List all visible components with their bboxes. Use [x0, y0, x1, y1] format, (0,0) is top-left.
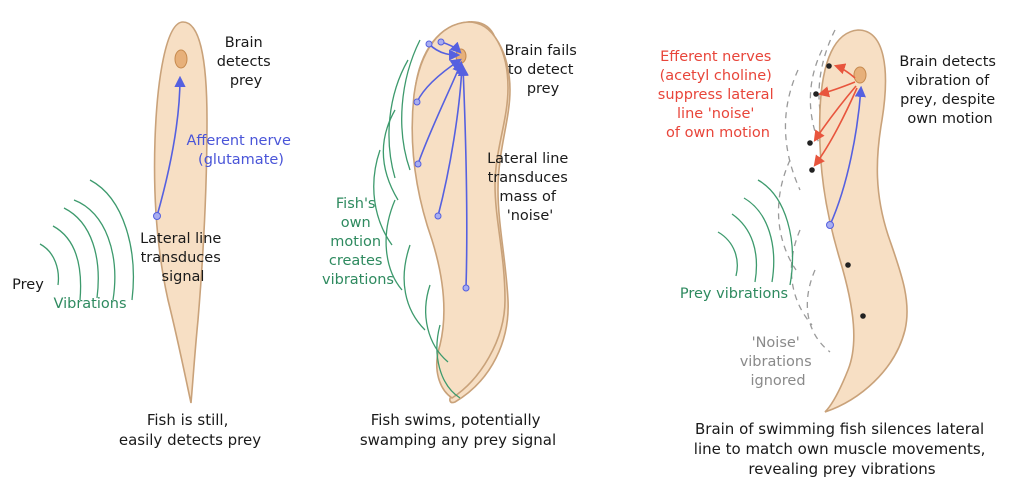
lateral-line-node [826, 221, 834, 229]
efferent-nerves [813, 63, 858, 167]
brain-fails-label: Brain fails to detect prey [505, 43, 582, 97]
panel-swimming-fish: Brain fails to detect prey Lateral line … [322, 21, 582, 449]
afferent-nerve-arrow [156, 75, 186, 217]
prey-vibrations [39, 179, 134, 301]
afferent-nerve-label: Afferent nerve (glutamate) [186, 133, 295, 168]
panel2-caption: Fish swims, potentially swamping any pre… [360, 411, 556, 449]
efferent-nerves-label: Efferent nerves (acetyl choline) suppres… [658, 49, 778, 141]
prey-vibrations-label: Prey vibrations [680, 286, 788, 302]
brain-detects-vibration-label: Brain detects vibration of prey, despite… [899, 54, 1000, 127]
vibrations-label: Vibrations [53, 296, 126, 312]
noise-ignored-label: 'Noise' vibrations ignored [740, 335, 817, 389]
brain [853, 66, 867, 84]
panel-still-fish: Brain detects prey Afferent nerve (gluta… [12, 21, 295, 449]
suppressed-nodes [807, 63, 866, 319]
fish-body [153, 21, 208, 404]
lateral-line-nodes [413, 38, 470, 292]
afferent-nerve-arrow [829, 85, 866, 226]
own-motion-label: Fish's own motion creates vibrations [322, 196, 394, 288]
brain [174, 49, 188, 69]
afferent-nerves [416, 41, 469, 289]
prey-vibrations [717, 179, 794, 286]
lateral-line-node [153, 212, 161, 220]
brain-detects-label: Brain detects prey [217, 35, 276, 89]
fish-body-fill [411, 21, 509, 399]
panel1-caption: Fish is still, easily detects prey [119, 411, 261, 449]
lateral-line-label: Lateral line transduces signal [140, 231, 226, 285]
panel-efferent-suppression: Efferent nerves (acetyl choline) suppres… [658, 29, 1000, 478]
prey-label: Prey [12, 277, 44, 293]
own-motion-vibrations [373, 39, 461, 399]
fish-body [818, 29, 908, 413]
panel3-caption: Brain of swimming fish silences lateral … [694, 420, 990, 478]
lateral-line-noise-label: Lateral line transduces mass of 'noise' [487, 151, 573, 224]
